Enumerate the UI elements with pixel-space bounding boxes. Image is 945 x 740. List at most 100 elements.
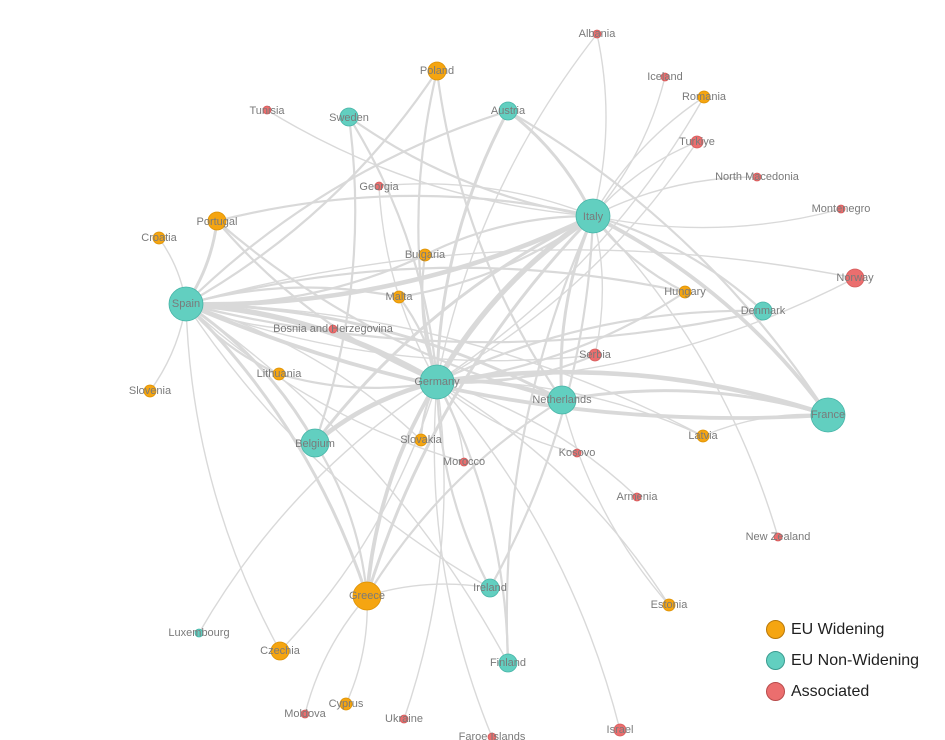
edge-albania-germany [436,33,598,383]
edge-cyprus-greece [345,595,368,705]
legend-swatch-non-widening [766,651,785,670]
node-slovenia[interactable] [143,384,157,398]
node-label-slovenia: Slovenia [129,385,172,397]
node-georgia[interactable] [374,181,384,191]
node-new-zealand[interactable] [773,532,783,542]
node-label-luxembourg: Luxembourg [168,627,229,639]
node-label-albania: Albania [579,28,617,40]
legend-label-non-widening: EU Non-Widening [791,651,920,669]
node-label-iceland: Iceland [647,71,682,83]
edge-romania-italy [592,96,705,217]
node-serbia[interactable] [588,348,602,362]
node-label-tunisia: Tunisia [249,105,285,117]
node-france[interactable] [810,397,846,433]
node-armenia[interactable] [632,492,642,502]
node-denmark[interactable] [753,301,773,321]
edge-portugal-germany [215,219,439,384]
legend-label-associated: Associated [791,682,870,700]
node-finland[interactable] [498,653,518,673]
node-albania[interactable] [592,29,602,39]
node-lithuania[interactable] [272,367,286,381]
node-malta[interactable] [392,290,406,304]
edge-iceland-italy [592,76,666,217]
node-norway[interactable] [845,268,865,288]
node-belgium[interactable] [300,428,330,458]
node-latvia[interactable] [696,429,710,443]
edge-portugal-italy [215,194,595,223]
edge-spain-greece [184,302,369,598]
edge-bulgaria-italy [423,214,595,257]
node-luxembourg[interactable] [194,628,204,638]
node-label-czechia: Czechia [260,645,301,657]
node-bosnia[interactable] [328,324,338,334]
node-sweden[interactable] [339,107,359,127]
node-label-romania: Romania [682,91,727,103]
node-ireland[interactable] [480,578,500,598]
edge-layer [149,33,856,738]
node-label-turkiye: Turkiye [679,136,715,148]
node-montenegro[interactable] [836,204,846,214]
node-label-belgium: Belgium [295,438,335,450]
node-label-israel: Israel [607,724,634,736]
node-italy[interactable] [575,198,611,234]
node-spain[interactable] [168,286,204,322]
node-iceland[interactable] [660,72,670,82]
node-label-kosovo: Kosovo [559,447,596,459]
edge-czechia-germany [279,381,438,652]
node-label-new-zealand: New Zealand [746,531,811,543]
node-romania[interactable] [697,90,711,104]
node-cyprus[interactable] [339,697,353,711]
edge-greece-belgium [313,441,369,598]
node-morocco[interactable] [459,457,469,467]
edge-greece-ireland [366,583,491,597]
edge-sweden-italy [347,115,595,218]
node-faroe[interactable] [487,732,497,740]
node-netherlands[interactable] [547,385,577,415]
node-label-georgia: Georgia [359,181,399,193]
node-germany[interactable] [419,364,455,400]
edge-germany-france [434,369,831,418]
edge-ukraine-germany [403,381,445,720]
node-slovakia[interactable] [414,433,428,447]
node-portugal[interactable] [207,211,227,231]
node-label-ukraine: Ukraine [385,713,423,725]
edge-tunisia-italy [266,109,594,217]
node-hungary[interactable] [678,285,692,299]
node-kosovo[interactable] [572,448,582,458]
edge-italy-belgium [313,214,595,445]
node-label-france: France [811,409,845,421]
node-label-sweden: Sweden [329,112,369,124]
node-croatia[interactable] [152,231,166,245]
edge-israel-germany [436,381,621,731]
node-tunisia[interactable] [262,105,272,115]
node-bulgaria[interactable] [418,248,432,262]
edge-hungary-germany [435,290,687,384]
node-israel[interactable] [613,723,627,737]
node-label-lithuania: Lithuania [257,368,303,380]
node-austria[interactable] [498,101,518,121]
node-ukraine[interactable] [399,714,409,724]
node-label-italy: Italy [583,211,604,223]
edge-north-macedonia-italy [592,176,758,217]
node-label-netherlands: Netherlands [532,394,592,406]
edge-estonia-germany [436,381,670,606]
edge-morocco-spain [185,303,465,463]
edge-latvia-spain [185,303,704,437]
node-moldova[interactable] [300,709,310,719]
node-estonia[interactable] [662,598,676,612]
edge-georgia-italy [378,183,594,217]
node-czechia[interactable] [270,641,290,661]
edge-serbia-germany [435,353,597,384]
node-label-estonia: Estonia [651,599,689,611]
node-greece[interactable] [352,581,382,611]
edge-germany-greece [365,380,439,598]
edge-albania-italy [592,33,607,217]
edge-estonia-netherlands [561,399,670,606]
edge-armenia-germany [436,381,638,498]
node-turkiye[interactable] [690,135,704,149]
edge-austria-germany [435,109,510,384]
node-label-finland: Finland [490,657,526,669]
node-poland[interactable] [427,61,447,81]
node-north-macedonia[interactable] [752,172,762,182]
